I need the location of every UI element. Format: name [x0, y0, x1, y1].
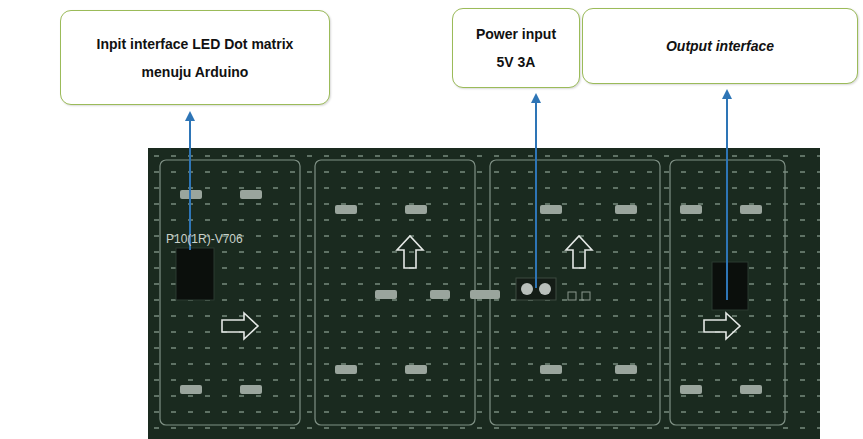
led-dot-grid — [148, 148, 820, 439]
pcb-board — [148, 148, 820, 439]
power-terminals — [516, 278, 590, 300]
callout-box: Inpit interface LED Dot matrix menuju Ar… — [60, 10, 330, 105]
direction-arrows — [222, 236, 740, 339]
output-connector — [712, 262, 748, 310]
smd-components — [180, 190, 762, 394]
callout-box: Power input 5V 3A — [452, 8, 580, 88]
input-connector — [176, 248, 214, 300]
callout-text: Power input 5V 3A — [467, 20, 565, 76]
leader-arrows — [190, 94, 727, 300]
callout-text: Output interface — [666, 32, 774, 60]
callout-box: Output interface — [582, 8, 858, 84]
module-outlines — [160, 160, 785, 425]
callout-text: Inpit interface LED Dot matrix menuju Ar… — [75, 30, 315, 86]
board-model-label: P10(1R)-V706 — [166, 232, 243, 246]
